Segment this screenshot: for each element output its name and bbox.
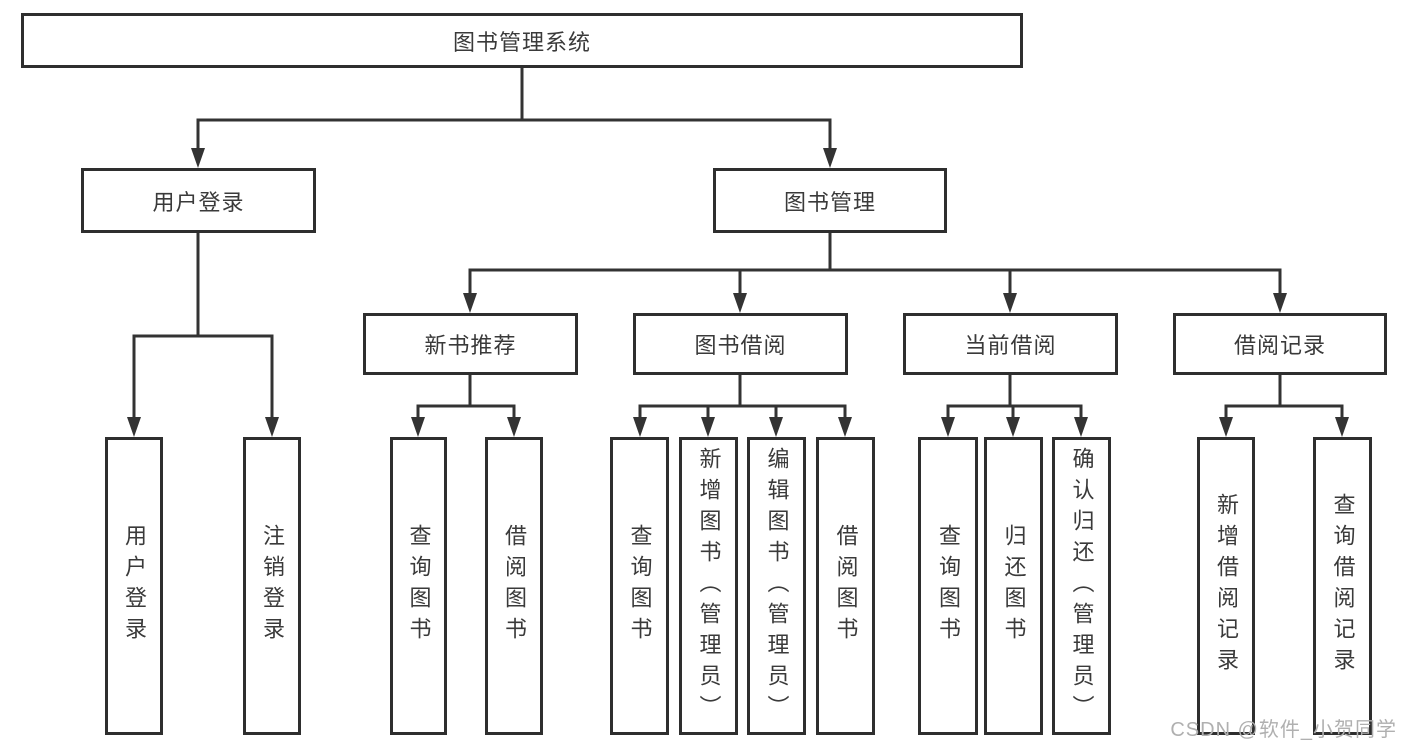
node-leaf-query-borrow-record: 查询借阅记录 xyxy=(1313,437,1372,735)
node-book-borrow: 图书借阅 xyxy=(633,313,848,375)
leaf-label: 新增图书（管理员） xyxy=(696,446,722,726)
node-leaf-borrow-books: 借阅图书 xyxy=(816,437,875,735)
leaf-label: 查询图书 xyxy=(936,524,961,648)
node-leaf-query-books-current: 查询图书 xyxy=(918,437,978,735)
node-leaf-return-book: 归还图书 xyxy=(984,437,1043,735)
connector-borrow-records xyxy=(1219,375,1349,437)
leaf-label: 归还图书 xyxy=(1001,524,1027,648)
node-current-borrow: 当前借阅 xyxy=(903,313,1118,375)
connector-user-login xyxy=(127,233,279,437)
connector-root xyxy=(191,68,837,168)
node-book-management: 图书管理 xyxy=(713,168,947,233)
node-new-book-recommend: 新书推荐 xyxy=(363,313,578,375)
leaf-label: 编辑图书（管理员） xyxy=(764,446,790,726)
node-leaf-confirm-return-admin: 确认归还（管理员） xyxy=(1052,437,1111,735)
leaf-label: 查询图书 xyxy=(627,524,653,648)
connector-book-borrow xyxy=(633,375,852,437)
node-leaf-edit-book-admin: 编辑图书（管理员） xyxy=(747,437,806,735)
leaf-label: 确认归还（管理员） xyxy=(1069,446,1095,726)
leaf-label: 新增借阅记录 xyxy=(1214,493,1239,679)
node-leaf-user-login: 用户登录 xyxy=(105,437,163,735)
node-leaf-add-borrow-record: 新增借阅记录 xyxy=(1197,437,1255,735)
leaf-label: 用户登录 xyxy=(122,524,147,648)
node-root: 图书管理系统 xyxy=(21,13,1023,68)
connector-book-management xyxy=(463,233,1287,313)
leaf-label: 查询图书 xyxy=(406,524,432,648)
node-user-login: 用户登录 xyxy=(81,168,316,233)
connector-current-borrow xyxy=(941,375,1088,437)
csdn-watermark: CSDN @软件_小贺同学 xyxy=(1170,719,1397,741)
connector-new-book-recommend xyxy=(411,375,521,437)
node-borrow-records: 借阅记录 xyxy=(1173,313,1387,375)
leaf-label: 注销登录 xyxy=(260,524,285,648)
leaf-label: 借阅图书 xyxy=(833,524,859,648)
node-leaf-query-books-recommend: 查询图书 xyxy=(390,437,447,735)
node-leaf-borrow-books-recommend: 借阅图书 xyxy=(485,437,543,735)
node-leaf-logout-login: 注销登录 xyxy=(243,437,301,735)
node-leaf-query-books-borrow: 查询图书 xyxy=(610,437,669,735)
node-leaf-add-book-admin: 新增图书（管理员） xyxy=(679,437,738,735)
leaf-label: 借阅图书 xyxy=(502,524,527,648)
leaf-label: 查询借阅记录 xyxy=(1330,493,1356,679)
